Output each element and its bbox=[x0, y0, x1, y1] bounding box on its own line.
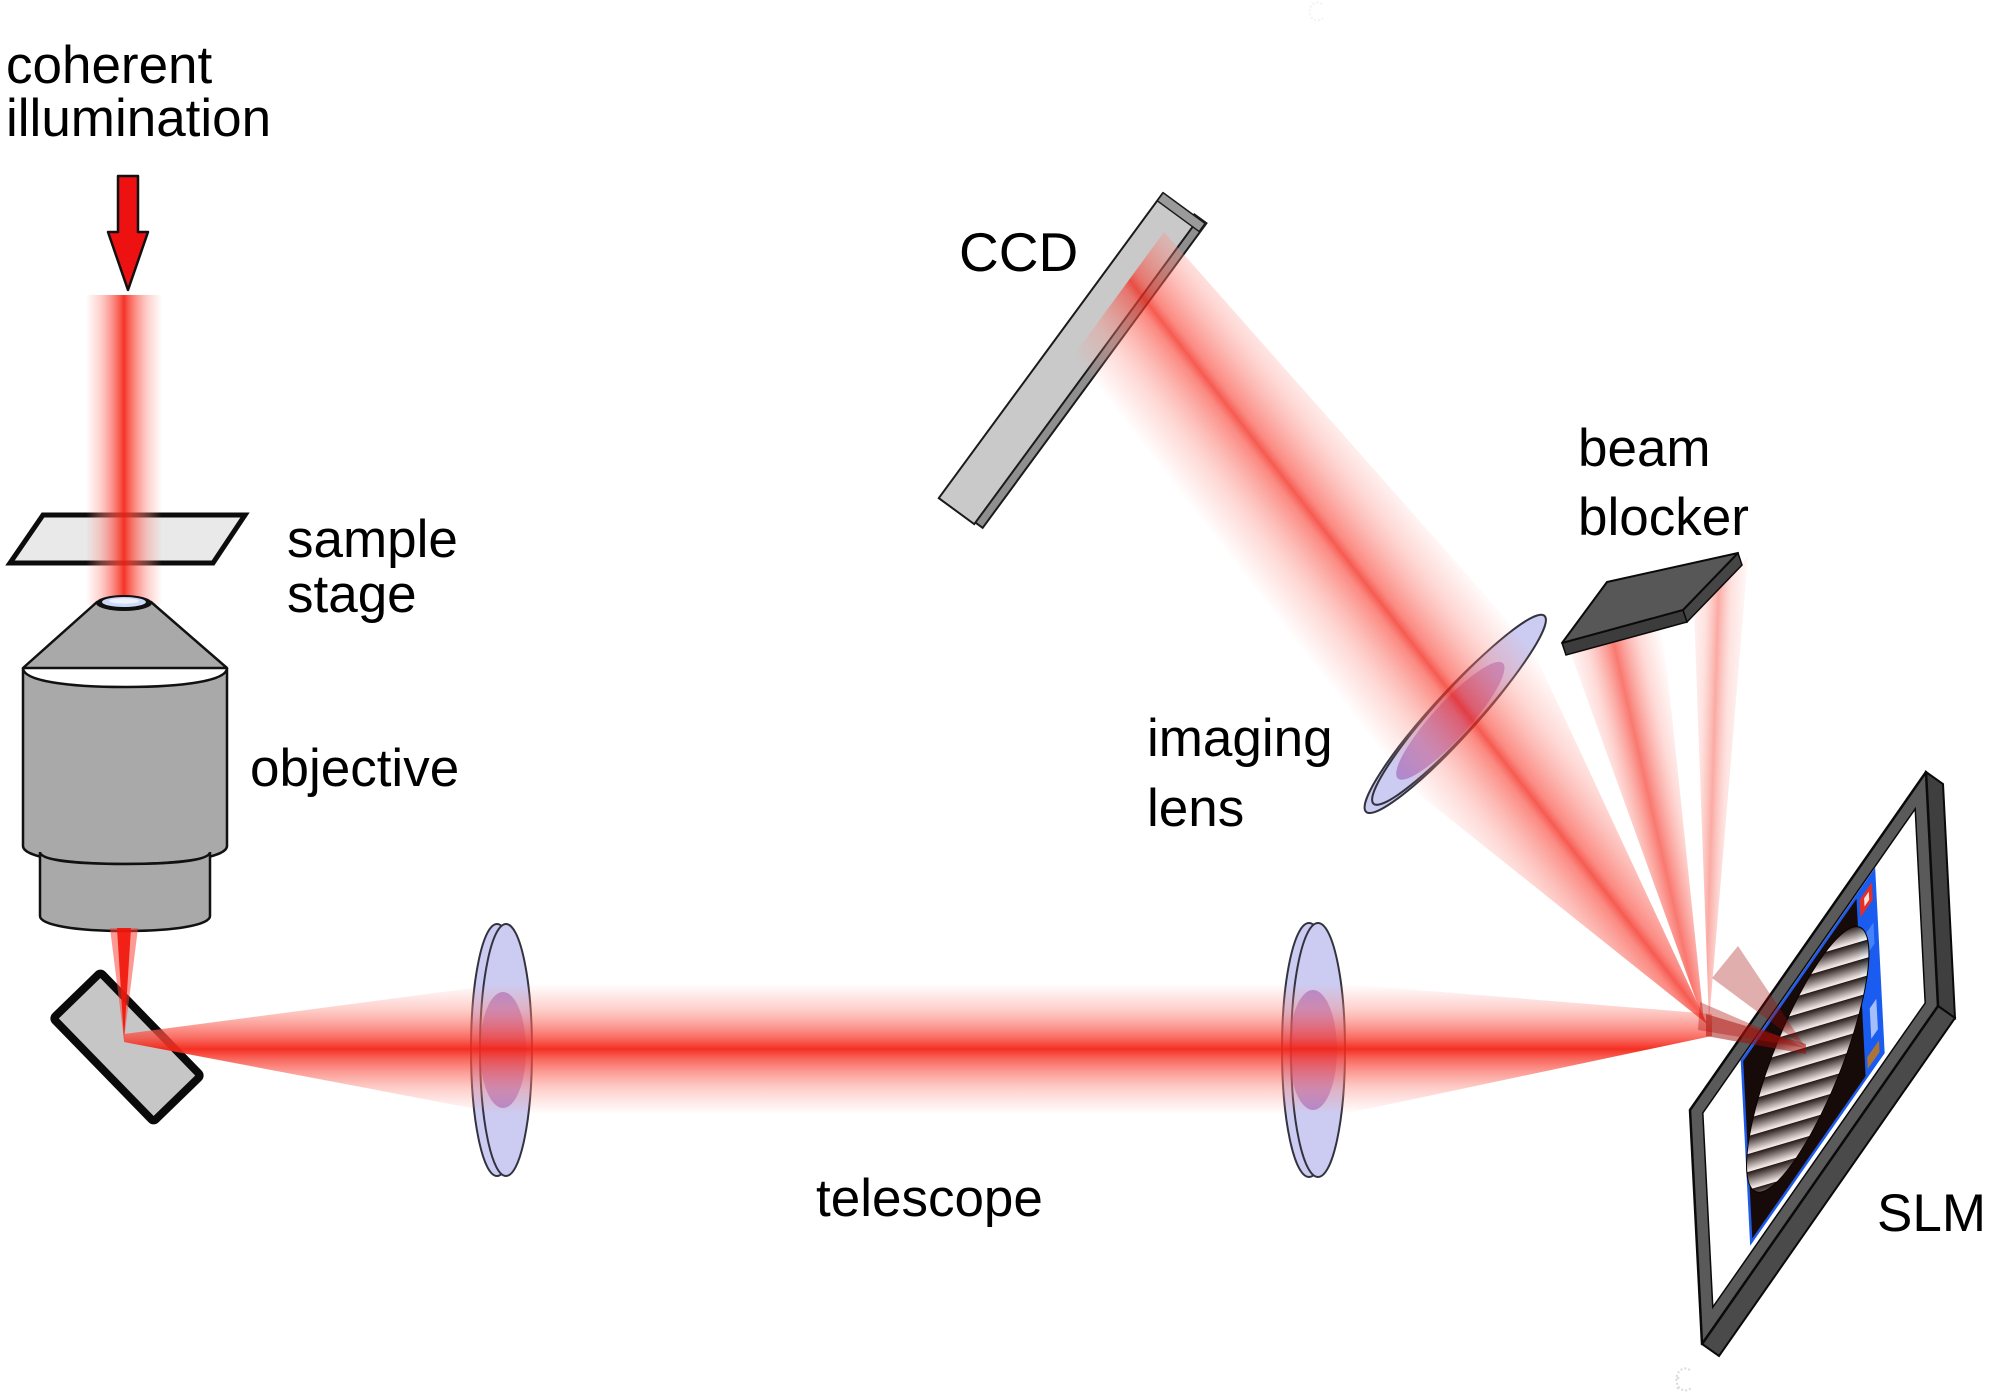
beam-lens2-to-slm bbox=[1343, 984, 1712, 1114]
beam-telescope-band bbox=[503, 984, 1343, 1114]
label-illumination-line2: illumination bbox=[6, 89, 271, 148]
illumination-arrow-icon bbox=[106, 174, 150, 292]
beam-slm-to-blocker bbox=[1568, 620, 1704, 1022]
label-beam-blocker-line2: blocker bbox=[1578, 488, 1749, 547]
label-illumination-line1: coherent bbox=[6, 36, 213, 95]
slm-window-title-text bbox=[1869, 998, 1878, 1039]
mirror-glass bbox=[50, 969, 204, 1125]
slm-window-close-glyph bbox=[1864, 891, 1870, 907]
beam-blocker-face bbox=[1561, 552, 1739, 644]
watermark-artifact-top bbox=[1308, 1, 1324, 22]
illumination-beam bbox=[86, 295, 162, 605]
slm-screen-tint bbox=[1741, 896, 1866, 1243]
beam-imaging-lens-to-ccd bbox=[1025, 232, 1532, 783]
objective-cone bbox=[21, 600, 229, 670]
slm-screen-beam-fan-1 bbox=[1712, 946, 1806, 1048]
beam-slm-to-imaging-lens bbox=[1405, 648, 1707, 1024]
beam-mirror-to-lens1 bbox=[124, 984, 503, 1114]
objective-front-lens-glint bbox=[109, 598, 139, 604]
label-beam-blocker-line1: beam bbox=[1578, 419, 1711, 478]
label-sample-stage-line1: sample bbox=[287, 510, 458, 569]
mirror bbox=[50, 969, 204, 1125]
slm-window-corner-icon bbox=[1867, 1040, 1880, 1069]
objective-tip bbox=[38, 851, 212, 933]
beam-faint-order bbox=[1694, 557, 1748, 1022]
ccd-end-cap bbox=[1156, 191, 1207, 233]
label-imaging-lens-line1: imaging bbox=[1147, 709, 1333, 768]
objective-focus-beam-core bbox=[117, 928, 131, 1040]
label-slm: SLM bbox=[1877, 1184, 1986, 1243]
beam-blocker-plate bbox=[1561, 551, 1743, 656]
label-sample-stage-line2: stage bbox=[287, 565, 417, 624]
watermark-artifact-bottom bbox=[1675, 1367, 1692, 1392]
slm-panel-local bbox=[1702, 802, 1925, 1308]
slm-grating-pattern bbox=[1724, 887, 1892, 1231]
slm-device bbox=[1690, 772, 1955, 1356]
objective-barrel bbox=[21, 667, 229, 866]
label-ccd: CCD bbox=[959, 221, 1078, 283]
slm-screen-beam-wedge-in bbox=[1706, 1014, 1806, 1054]
label-objective: objective bbox=[250, 739, 459, 798]
slm-screen-beam-fan-2 bbox=[1698, 1002, 1806, 1048]
objective-body bbox=[21, 595, 229, 933]
label-imaging-lens-line2: lens bbox=[1147, 779, 1244, 838]
label-telescope: telescope bbox=[816, 1169, 1043, 1228]
